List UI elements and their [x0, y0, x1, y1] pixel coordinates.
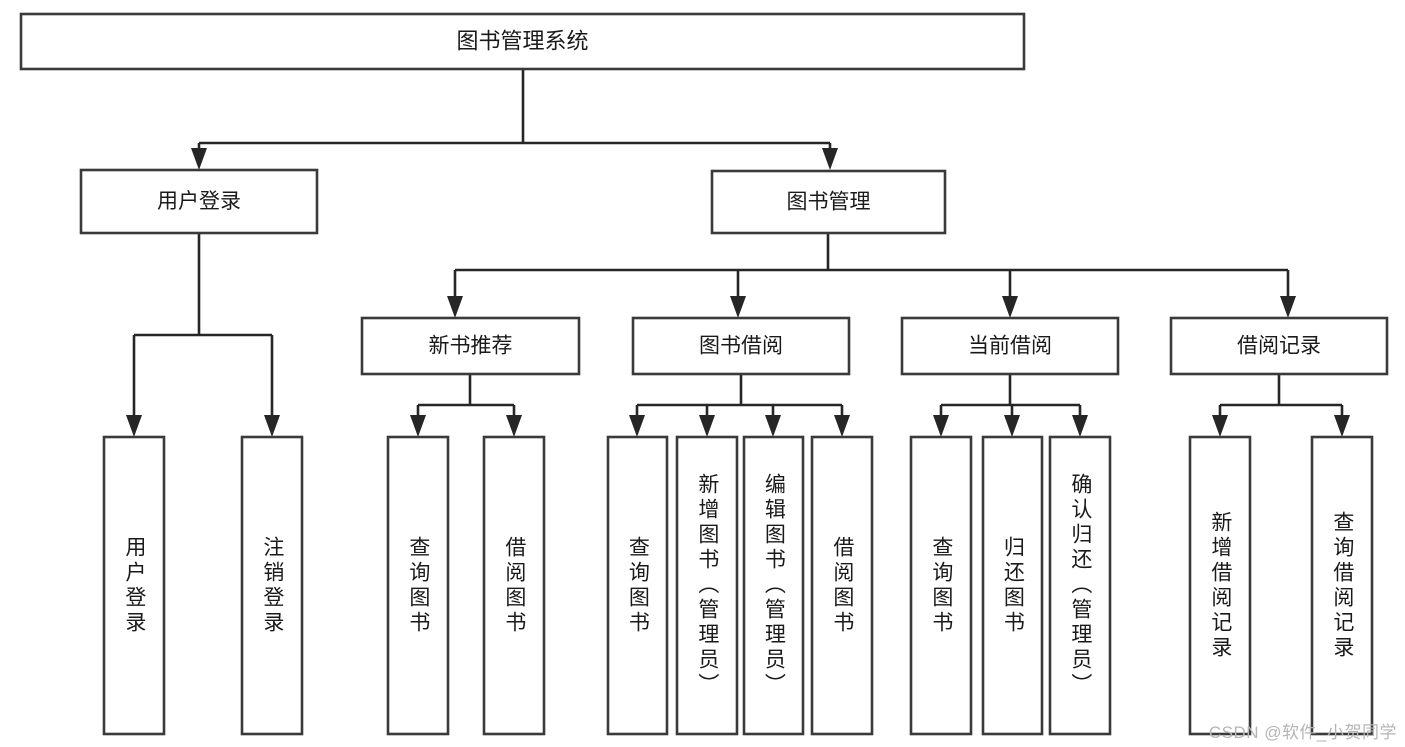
edge-2-arrowhead-3 [1280, 296, 1296, 318]
watermark-text: CSDN @软件_小贺同学 [1208, 723, 1397, 742]
node-box-leaf-query-book-2[interactable] [606, 435, 669, 736]
edge-6-arrowhead-1 [1334, 415, 1350, 437]
node-box-book-manage[interactable] [710, 169, 947, 235]
edge-6-arrowhead-0 [1212, 415, 1228, 437]
node-box-book-borrow[interactable] [631, 316, 851, 376]
node-box-leaf-return-book[interactable] [981, 435, 1044, 736]
node-label-root: 图书管理系统 [456, 28, 588, 53]
edge-3-arrowhead-0 [410, 415, 426, 437]
edge-2-arrowhead-0 [447, 296, 463, 318]
node-label-book-manage: 图书管理 [787, 191, 871, 214]
edge-5-arrowhead-0 [933, 415, 949, 437]
edge-0-arrowhead-0 [191, 148, 207, 170]
node-box-leaf-user-logout[interactable] [240, 435, 304, 736]
edge-2-arrowhead-1 [730, 296, 746, 318]
edge-1-arrowhead-1 [264, 415, 280, 437]
node-box-leaf-query-book-1[interactable] [386, 435, 450, 736]
node-box-leaf-query-record[interactable] [1310, 435, 1374, 736]
node-box-borrow-record[interactable] [1169, 316, 1389, 376]
connector-layer [126, 69, 1350, 437]
node-label-user-login: 用户登录 [157, 190, 241, 213]
edge-2-arrowhead-2 [1002, 296, 1018, 318]
node-label-current-borrow: 当前借阅 [968, 335, 1052, 358]
node-box-leaf-borrow-book-1[interactable] [482, 435, 546, 736]
node-label-borrow-record: 借阅记录 [1237, 335, 1321, 358]
node-box-leaf-query-book-3[interactable] [909, 435, 973, 736]
edge-4-arrowhead-2 [765, 415, 781, 437]
node-box-leaf-edit-book[interactable] [742, 435, 805, 736]
edge-3-arrowhead-1 [506, 415, 522, 437]
edge-4-arrowhead-3 [834, 415, 850, 437]
edge-1-arrowhead-0 [126, 415, 142, 437]
edge-4-arrowhead-0 [629, 415, 645, 437]
node-box-leaf-user-login[interactable] [102, 435, 166, 736]
node-box-current-borrow[interactable] [900, 316, 1120, 376]
node-label-new-book-rec: 新书推荐 [429, 335, 513, 358]
edge-4-arrowhead-1 [699, 415, 715, 437]
node-box-user-login[interactable] [79, 168, 319, 235]
node-box-new-book-rec[interactable] [360, 316, 581, 376]
node-box-leaf-add-record[interactable] [1188, 435, 1252, 736]
edge-5-arrowhead-1 [1004, 415, 1020, 437]
node-box-layer [19, 12, 1389, 736]
edge-0-arrowhead-1 [822, 148, 838, 170]
node-box-leaf-borrow-book-2[interactable] [810, 435, 874, 736]
node-box-leaf-add-book[interactable] [675, 435, 739, 736]
edge-5-arrowhead-2 [1072, 415, 1088, 437]
node-box-leaf-confirm-return[interactable] [1048, 435, 1112, 736]
node-box-root[interactable] [19, 12, 1026, 71]
node-label-book-borrow: 图书借阅 [699, 335, 783, 358]
